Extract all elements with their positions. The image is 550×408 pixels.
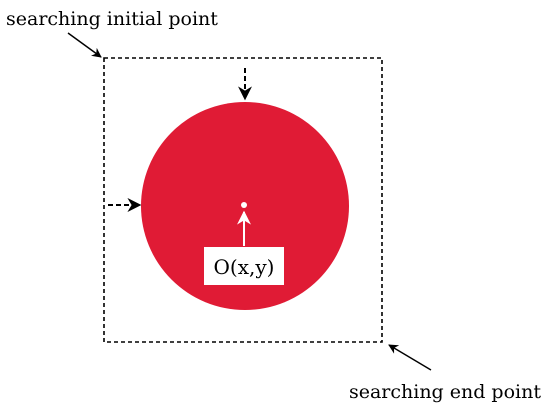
end-point-pointer-arrow <box>388 344 432 371</box>
search-region-box <box>103 57 383 343</box>
searching-end-point-label: searching end point <box>349 381 541 403</box>
center-point <box>241 202 247 208</box>
center-label-box <box>204 247 284 285</box>
initial-point-pointer-arrow <box>67 32 102 58</box>
searching-initial-point-label: searching initial point <box>6 8 218 30</box>
center-label: O(x,y) <box>214 255 275 279</box>
